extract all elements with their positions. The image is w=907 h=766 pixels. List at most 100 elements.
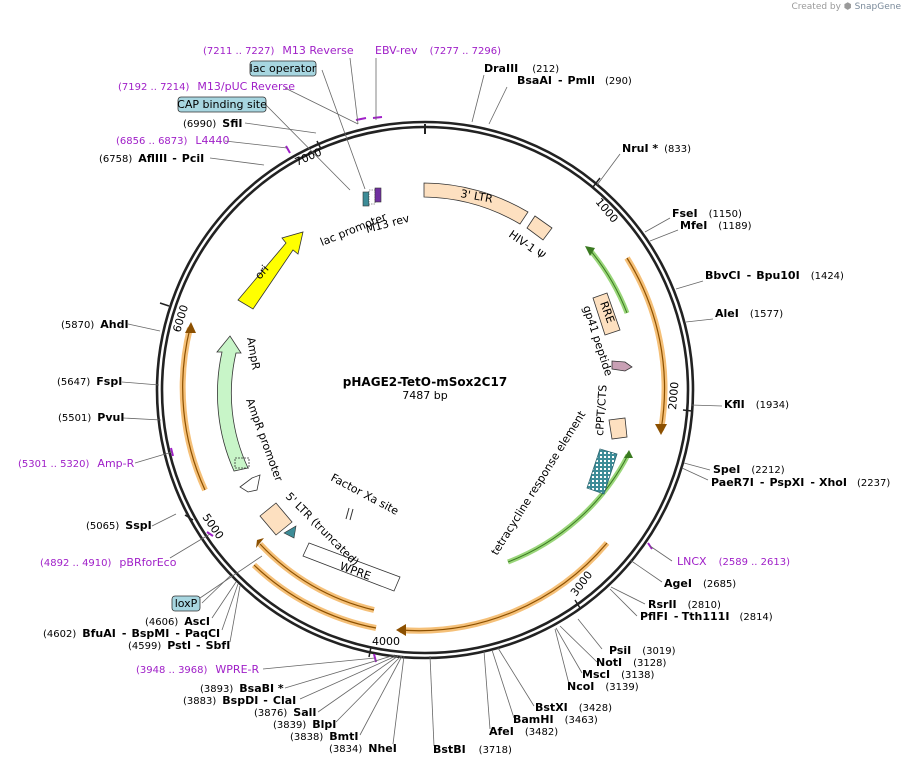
green-arrowhead bbox=[624, 450, 633, 458]
leader-lines bbox=[121, 57, 723, 747]
site-label: NcoI(3139) bbox=[567, 680, 639, 693]
feature-ampr bbox=[216, 335, 249, 472]
leader-line bbox=[209, 157, 265, 166]
primer-label: (3948 .. 3968)WPRE-R bbox=[136, 663, 259, 676]
site-label: MfeI(1189) bbox=[680, 219, 752, 232]
feature-5-ltr bbox=[259, 502, 293, 536]
site-label: (6990)SfiI bbox=[183, 117, 242, 130]
leader-line bbox=[127, 323, 161, 332]
leader-line bbox=[649, 545, 673, 562]
site-label: NruI *(833) bbox=[622, 142, 691, 155]
site-label: PsiI(3019) bbox=[609, 644, 676, 657]
site-label: AgeI(2685) bbox=[664, 577, 736, 590]
site-label: PaeR7I-PspXI-XhoI(2237) bbox=[711, 476, 890, 489]
site-label: (3838)BmtI bbox=[290, 730, 358, 743]
leader-line bbox=[610, 586, 646, 605]
leader-line bbox=[554, 628, 570, 685]
orf-arrowhead bbox=[396, 624, 406, 636]
primer-label: EBV-rev(7277 .. 7296) bbox=[375, 44, 501, 57]
feature-factor-xa-mark bbox=[345, 507, 350, 520]
feature-ori bbox=[237, 231, 304, 310]
leader-line bbox=[244, 122, 317, 134]
restriction-site-labels: DraIII(212) BsaAI-PmlI(290) NruI *(833) … bbox=[43, 62, 890, 756]
leader-line bbox=[491, 649, 515, 719]
orf-arc-left bbox=[179, 327, 208, 492]
feature-rre bbox=[592, 292, 621, 336]
tick-mark bbox=[592, 177, 601, 188]
feature-ampr-promoter bbox=[239, 474, 261, 493]
site-label: (5501)PvuI bbox=[58, 411, 124, 424]
feature-3-ltr-label: 3' LTR bbox=[459, 187, 494, 206]
leader-line bbox=[262, 657, 376, 670]
leader-line bbox=[649, 229, 679, 242]
watermark-prefix: Created by bbox=[791, 2, 841, 12]
leader-line bbox=[392, 655, 405, 745]
site-label: BsaAI-PmlI(290) bbox=[517, 74, 632, 87]
leader-line bbox=[349, 57, 359, 125]
site-label: NotI(3128) bbox=[596, 656, 666, 669]
leader-line bbox=[122, 417, 162, 421]
orf-arrowhead bbox=[256, 538, 264, 548]
tick-mark bbox=[184, 514, 194, 521]
primer-mark bbox=[285, 145, 291, 154]
primer-mark bbox=[372, 116, 383, 119]
leader-line bbox=[629, 559, 663, 583]
site-label: (6758)AflIII-PciI bbox=[99, 152, 204, 165]
tick-mark bbox=[682, 409, 693, 412]
tick-label: 4000 bbox=[372, 635, 400, 648]
leader-line bbox=[284, 87, 359, 125]
leader-line bbox=[497, 647, 535, 707]
leader-line bbox=[121, 381, 160, 386]
boxed-labels: lac operator CAP binding site loxP bbox=[171, 60, 317, 612]
site-label: (4606)AscI bbox=[145, 615, 210, 628]
plasmid-name: pHAGE2-TetO-mSox2C17 bbox=[343, 375, 507, 389]
lac-operator-label: lac operator bbox=[250, 62, 317, 75]
site-label: BamHI(3463) bbox=[513, 713, 598, 726]
plasmid-length: 7487 bp bbox=[402, 389, 447, 402]
loxp-label: loxP bbox=[175, 597, 198, 610]
site-label: KflI(1934) bbox=[724, 398, 789, 411]
leader-line bbox=[429, 655, 435, 747]
feature-factor-xa-label: Factor Xa site bbox=[329, 471, 401, 518]
tick-label: 2000 bbox=[666, 381, 681, 410]
primer-label: (7211 .. 7227)M13 Reverse bbox=[203, 44, 354, 57]
orf-arc-right-line bbox=[626, 257, 666, 431]
feature-ampr-promoter-label: AmpR promoter bbox=[243, 397, 285, 484]
primer-label: (4892 .. 4910)pBRforEco bbox=[40, 556, 177, 569]
site-label: MscI(3138) bbox=[582, 668, 654, 681]
site-label: (3893)BsaBI * bbox=[200, 682, 284, 695]
primer-label: (6856 .. 6873)L4440 bbox=[116, 134, 230, 147]
site-label: (3883)BspDI-ClaI bbox=[183, 694, 296, 707]
leader-line bbox=[199, 555, 263, 599]
leader-line bbox=[221, 583, 239, 631]
leader-line bbox=[596, 153, 621, 186]
leader-line bbox=[134, 451, 173, 464]
leader-line bbox=[169, 533, 211, 559]
feature-gp41-arrow bbox=[611, 360, 633, 372]
primer-labels: (7211 .. 7227)M13 Reverse EBV-rev(7277 .… bbox=[18, 44, 790, 676]
feature-ampr-dotted bbox=[234, 457, 250, 469]
feature-hiv-psi bbox=[526, 215, 553, 241]
site-label: (3839)BlpI bbox=[273, 718, 336, 731]
leader-line bbox=[299, 655, 397, 700]
site-label: BstBI(3718) bbox=[433, 743, 512, 756]
site-label: (5065)SspI bbox=[86, 519, 152, 532]
leader-line bbox=[559, 625, 598, 663]
leader-line bbox=[264, 103, 351, 191]
cap-binding-site-box bbox=[177, 96, 267, 113]
leader-line bbox=[483, 650, 491, 730]
site-label: (5647)FspI bbox=[57, 375, 122, 388]
green-arc-rre-line bbox=[589, 249, 628, 314]
site-label: (4602)BfuAI-BspMI-PaqCI bbox=[43, 627, 220, 640]
site-label: AfeI(3482) bbox=[489, 725, 558, 738]
lac-operator-box bbox=[249, 60, 317, 77]
orf-arcs bbox=[179, 256, 668, 636]
leader-line bbox=[211, 581, 237, 619]
site-label: FseI(1150) bbox=[672, 207, 742, 220]
feature-factor-xa-mark bbox=[349, 508, 354, 521]
feature-3-ltr bbox=[423, 182, 529, 225]
leader-line bbox=[675, 280, 704, 290]
orf-arc-outer-bottom-line bbox=[253, 564, 377, 629]
green-arcs bbox=[507, 246, 633, 565]
